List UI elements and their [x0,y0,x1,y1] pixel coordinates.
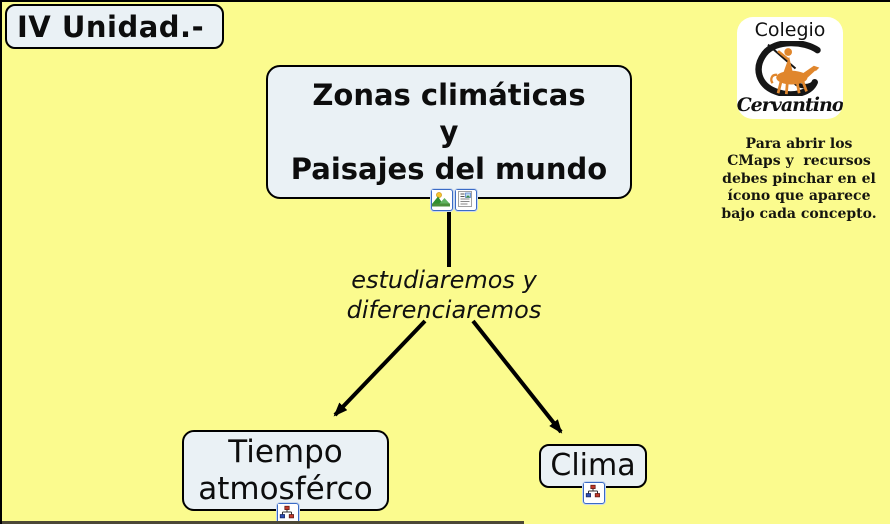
unit-label[interactable]: IV Unidad.- [5,4,224,49]
quixote-knight-icon [755,41,821,96]
instructions-line3: debes pinchar en el [722,170,876,187]
logo-school-name: Cervantino [737,94,843,116]
linking-phrase-line1: estudiaremos y [351,266,537,294]
main-resource-icons [431,189,477,211]
concept-main-line2: y [439,114,459,149]
concept-main-line3: Paisajes del mundo [290,151,608,186]
instructions-line5: bajo cada concepto. [721,205,877,222]
image-icon[interactable] [431,189,453,211]
cmap-icon[interactable] [277,503,299,524]
school-logo: Colegio Cervantino [737,17,843,119]
concept-clima[interactable]: Clima [539,444,647,488]
concept-tiempo-line1: Tiempo [228,433,343,470]
linking-phrase-line2: diferenciaremos [346,296,542,324]
concept-tiempo-atmosferico[interactable]: Tiempo atmosférco [182,430,389,511]
instructions-line2: CMaps y recursos [727,153,871,170]
unit-label-text: IV Unidad.- [17,9,205,44]
instructions-line1: Para abrir los [745,136,853,152]
instructions-line4: ícono que aparece [727,188,871,205]
cmap-icon[interactable] [583,482,605,504]
document-icon[interactable] [455,189,477,211]
instructions-note: Para abrir los CMaps y recursos debes pi… [718,136,880,223]
concept-main-line1: Zonas climáticas [312,77,586,112]
linking-phrase[interactable]: estudiaremos y diferenciaremos [330,265,558,325]
window-bottom-edge [2,521,524,524]
concept-main[interactable]: Zonas climáticas y Paisajes del mundo [266,65,632,199]
logo-title: Colegio [754,19,826,41]
concept-clima-text: Clima [550,448,636,483]
concept-tiempo-line2: atmosférco [198,470,373,507]
